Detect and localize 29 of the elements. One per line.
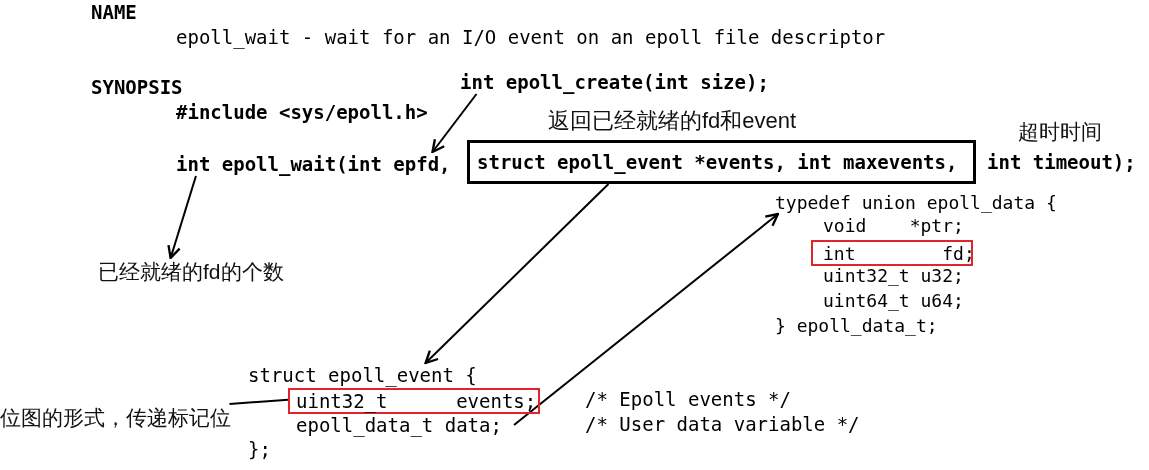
code-comment: /* Epoll events */	[585, 388, 791, 411]
code-comment: /* User data variable */	[585, 413, 860, 436]
leader-line	[228, 398, 289, 405]
code-text: struct epoll_event {	[248, 363, 488, 387]
section-heading: SYNOPSIS	[91, 76, 183, 99]
arrow	[513, 212, 780, 426]
section-heading: NAME	[91, 1, 137, 24]
annotation-text: 已经就绪的fd的个数	[98, 258, 318, 286]
highlight-box: int fd;	[811, 240, 973, 266]
code-text: void *ptr;	[823, 215, 964, 237]
annotation-text: 返回已经就绪的fd和event	[548, 108, 797, 135]
arrow	[424, 183, 610, 365]
code-text: typedef union epoll_data {	[775, 190, 1075, 214]
arrow	[167, 175, 197, 260]
code-text: #include <sys/epoll.h>	[176, 101, 428, 124]
annotation-text: 超时时间	[1018, 119, 1102, 145]
code-text: int timeout);	[987, 151, 1136, 174]
code-text: epoll_data_t data;	[296, 413, 514, 437]
arrow	[431, 93, 478, 154]
code-text: uint32_t u32;	[823, 265, 964, 287]
annotation-text: 位图的形式，传递标记位	[0, 404, 270, 432]
code-text: };	[248, 438, 271, 461]
highlight-box: uint32_t events;	[288, 388, 540, 414]
code-text: epoll_wait - wait for an I/O event on an epoll file descriptor	[176, 26, 886, 49]
code-text: int epoll_wait(int epfd,	[176, 152, 461, 176]
code-text: int epoll_create(int size);	[460, 70, 790, 94]
code-text: } epoll_data_t;	[775, 315, 938, 337]
code-text: uint64_t u64;	[823, 290, 964, 312]
highlight-box: struct epoll_event *events, int maxevents,	[467, 140, 976, 184]
